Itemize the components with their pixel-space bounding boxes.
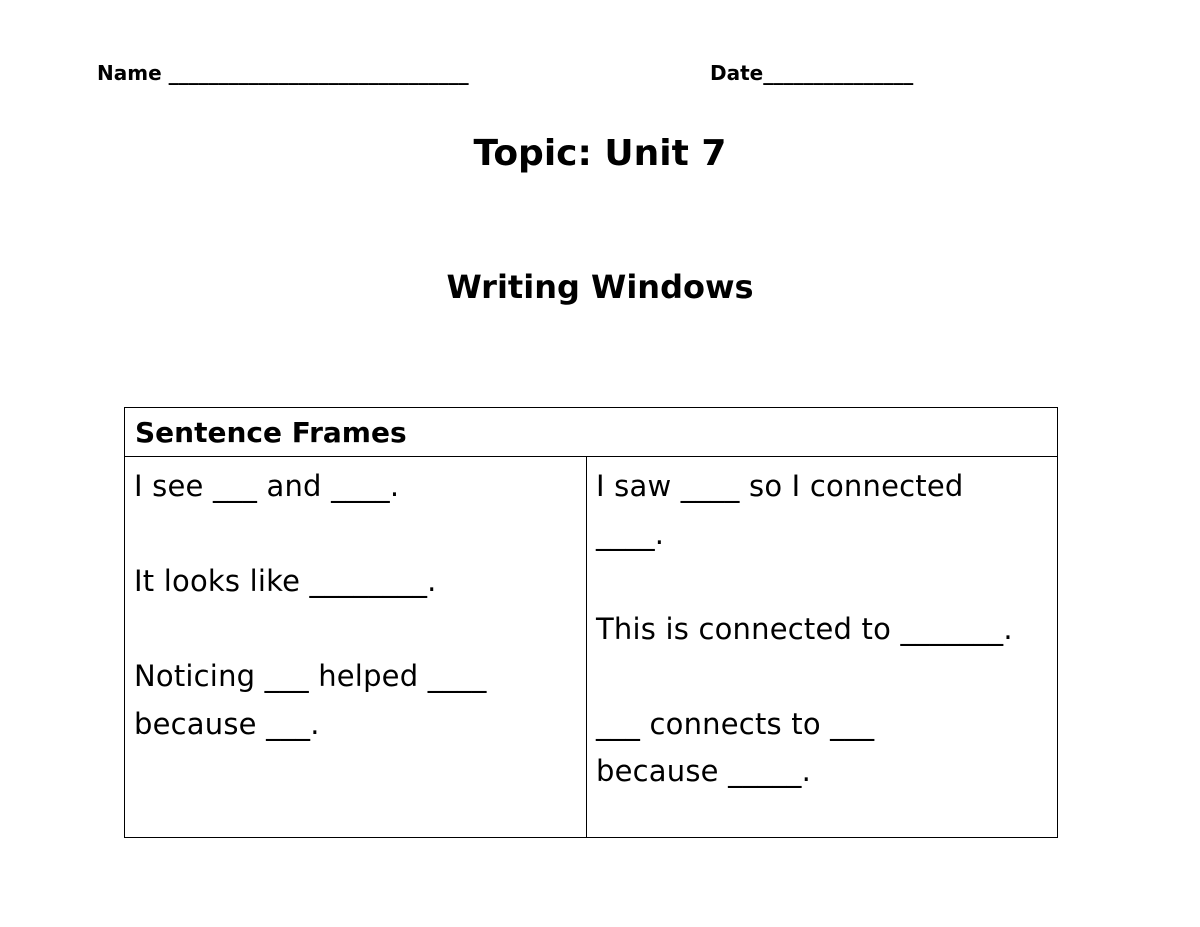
sentence-frame: Noticing ___ helped ____ because ___. bbox=[134, 659, 496, 741]
sentence-frame: ___ connects to ___ because _____. bbox=[596, 706, 884, 789]
date-field-label: Date_______________ bbox=[710, 61, 914, 85]
frames-left-column: I see ___ and ____. It looks like ______… bbox=[125, 457, 587, 837]
spacer bbox=[134, 606, 578, 654]
spacer bbox=[596, 558, 1049, 606]
sentence-frame: It looks like ________. bbox=[134, 564, 437, 598]
sentence-frame: I saw ____ so I connected ____. bbox=[596, 469, 973, 551]
sentence-frames-body: I see ___ and ____. It looks like ______… bbox=[125, 457, 1057, 837]
sentence-frames-heading: Sentence Frames bbox=[125, 408, 1057, 457]
spacer bbox=[596, 653, 1049, 701]
sentence-frame: This is connected to _______. bbox=[596, 611, 1013, 646]
sentence-frames-table: Sentence Frames I see ___ and ____. It l… bbox=[124, 407, 1058, 838]
spacer bbox=[134, 511, 578, 559]
frames-right-column: I saw ____ so I connected ____. This is … bbox=[587, 457, 1057, 837]
sentence-frame: I see ___ and ____. bbox=[134, 469, 400, 503]
page-subtitle: Writing Windows bbox=[446, 268, 754, 306]
page-title: Topic: Unit 7 bbox=[473, 133, 727, 174]
name-field-label: Name ______________________________ bbox=[97, 61, 469, 85]
